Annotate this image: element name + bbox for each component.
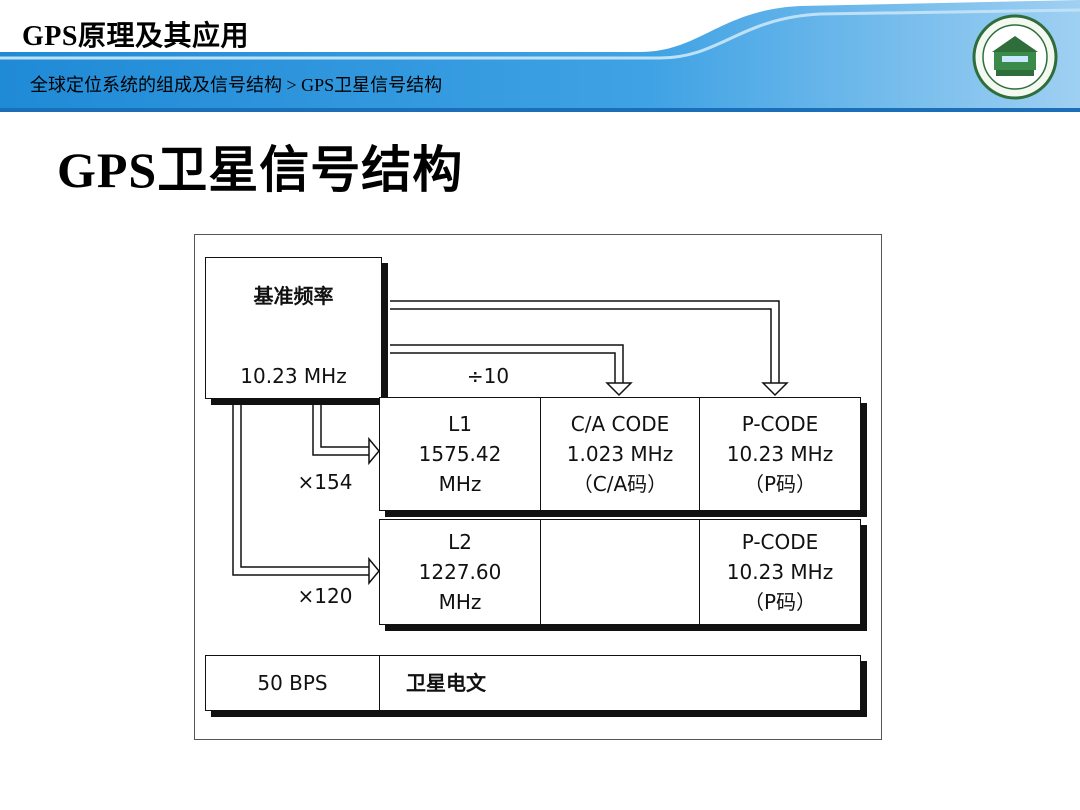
l2-frequency: 1227.60 (418, 560, 502, 584)
l1-unit: MHz (438, 472, 482, 496)
l1-frequency: 1575.42 (418, 442, 502, 466)
reference-frequency-label: 基准频率 (253, 284, 334, 308)
l2-row: L2 1227.60 MHz P-CODE 10.23 MHz （P码） (379, 519, 861, 625)
ca-code-rate: 1.023 MHz (566, 442, 674, 466)
p-code-cell-l2: P-CODE 10.23 MHz （P码） (700, 520, 860, 624)
reference-frequency-value: 10.23 MHz (240, 364, 347, 388)
p-code-cn: （P码） (743, 590, 817, 614)
l2-label: L2 (448, 530, 472, 554)
message-label-cell: 卫星电文 (406, 671, 486, 695)
course-title: GPS原理及其应用 (22, 21, 249, 52)
ca-code-label: C/A CODE (570, 412, 670, 436)
header-banner (0, 0, 1080, 112)
p-code-label: P-CODE (741, 412, 819, 436)
message-rate-cell: 50 BPS (206, 656, 380, 710)
l1-label: L1 (448, 412, 472, 436)
divide-by-10-label: ÷10 (466, 364, 510, 388)
p-code-rate: 10.23 MHz (726, 560, 834, 584)
l2-unit: MHz (438, 590, 482, 614)
slide-title: GPS卫星信号结构 (57, 142, 464, 198)
signal-structure-diagram: 基准频率 10.23 MHz ÷10 ×154 ×120 L1 1575.42 … (194, 234, 882, 740)
navigation-message-row: 50 BPS 卫星电文 (205, 655, 861, 711)
multiply-120-label: ×120 (297, 584, 353, 608)
ca-code-cell: C/A CODE 1.023 MHz （C/A码） (541, 398, 700, 510)
p-code-rate: 10.23 MHz (726, 442, 834, 466)
l1-cell: L1 1575.42 MHz (380, 398, 541, 510)
p-code-label: P-CODE (741, 530, 819, 554)
multiply-154-label: ×154 (297, 470, 353, 494)
diagram-connectors (232, 300, 789, 586)
l1-row: L1 1575.42 MHz C/A CODE 1.023 MHz （C/A码）… (379, 397, 861, 511)
reference-frequency-box: 基准频率 10.23 MHz (205, 257, 382, 399)
empty-cell (541, 520, 700, 624)
l2-cell: L2 1227.60 MHz (380, 520, 541, 624)
p-code-cn: （P码） (743, 472, 817, 496)
ca-code-cn: （C/A码） (572, 472, 668, 496)
breadcrumb: 全球定位系统的组成及信号结构 > GPS卫星信号结构 (30, 75, 443, 95)
university-logo-icon (972, 14, 1058, 100)
p-code-cell-l1: P-CODE 10.23 MHz （P码） (700, 398, 860, 510)
